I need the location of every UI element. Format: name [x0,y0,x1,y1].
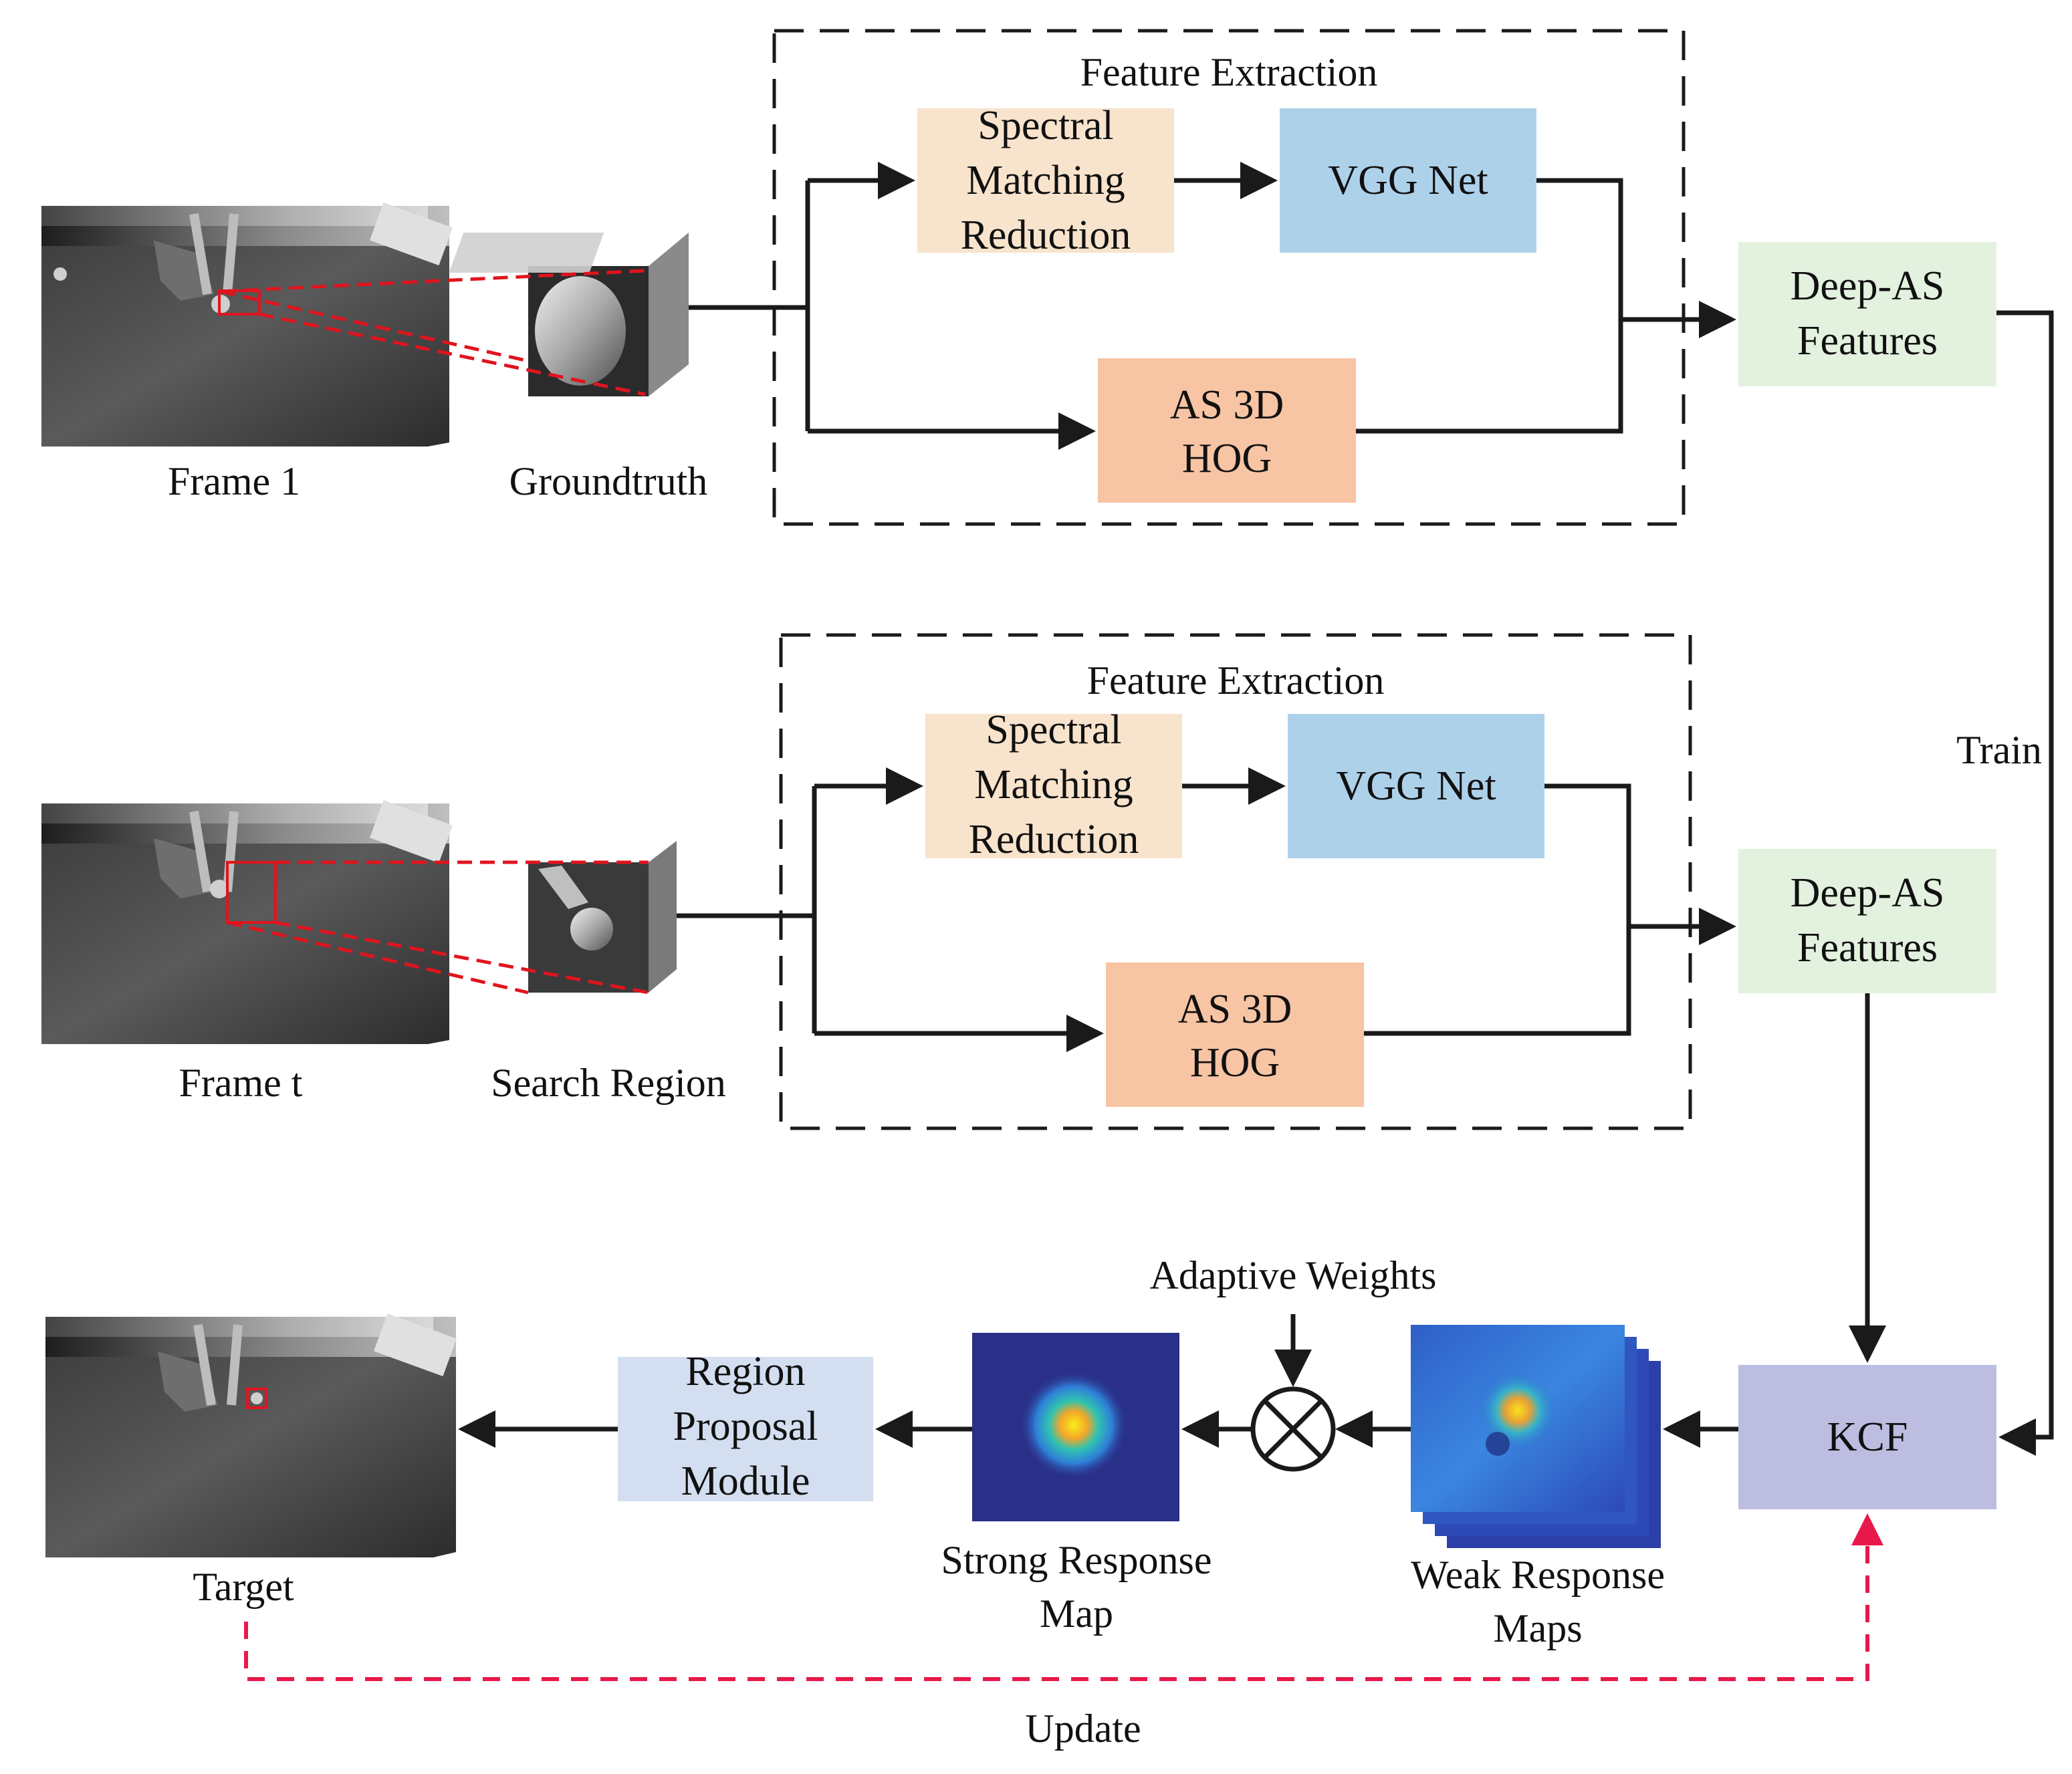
feature-extraction-group-top [772,29,1686,526]
deep-as-features-box-mid: Deep-AS Features [1738,849,1996,993]
svg-text:Proposal: Proposal [673,1404,818,1449]
svg-text:Spectral: Spectral [977,103,1113,148]
weak-response-maps [1411,1325,1661,1548]
svg-text:Matching: Matching [966,158,1125,203]
svg-text:AS 3D: AS 3D [1170,382,1284,428]
svg-text:Features: Features [1797,318,1938,364]
region-proposal-module-box: Region Proposal Module [618,1349,873,1504]
groundtruth-crop [449,233,689,396]
target-label: Target [193,1565,294,1609]
svg-text:Region: Region [685,1349,805,1394]
frame-t-label: Frame t [179,1061,303,1105]
svg-text:Features: Features [1797,925,1938,971]
svg-text:Matching: Matching [974,762,1133,807]
search-region-label: Search Region [491,1061,726,1105]
frame-1-label: Frame 1 [168,459,300,503]
spectral-matching-box-mid: Spectral Matching Reduction [925,707,1182,862]
svg-text:KCF: KCF [1827,1414,1908,1460]
search-region-crop [528,841,677,993]
update-label: Update [1025,1706,1141,1751]
svg-text:Module: Module [681,1459,810,1504]
svg-text:Reduction: Reduction [969,817,1139,862]
svg-text:AS 3D: AS 3D [1178,987,1292,1032]
vgg-net-box-mid: VGG Net [1288,714,1544,858]
top-row-connectors [689,162,1736,450]
circled-times-icon [1250,1386,1336,1472]
kcf-box: KCF [1738,1365,1996,1509]
weak-response-label-1: Weak Response [1411,1553,1665,1597]
feature-extraction-title-mid: Feature Extraction [1087,658,1385,703]
update-loop-arrow [244,1513,1883,1681]
as-3d-hog-box-top: AS 3D HOG [1098,358,1356,503]
feature-extraction-group-mid [779,633,1692,1130]
adaptive-weights-label: Adaptive Weights [1150,1253,1437,1297]
svg-text:HOG: HOG [1190,1040,1280,1086]
frame-1-image [41,202,453,447]
strong-response-label-1: Strong Response [941,1538,1212,1582]
train-label: Train [1956,728,2042,772]
train-connector [1996,310,2054,1456]
strong-response-label-2: Map [1040,1592,1113,1636]
deep-as-features-box-top: Deep-AS Features [1738,242,1996,386]
feature-extraction-title-top: Feature Extraction [1080,50,1378,94]
frame-t-image [41,799,453,1044]
svg-text:HOG: HOG [1182,436,1272,481]
svg-text:Deep-AS: Deep-AS [1791,263,1945,309]
svg-text:Reduction: Reduction [961,213,1131,258]
mid-row-connectors [677,767,1736,1052]
svg-text:Spectral: Spectral [986,707,1121,753]
target-image [45,1313,457,1557]
svg-text:Deep-AS: Deep-AS [1791,870,1945,916]
as-3d-hog-box-mid: AS 3D HOG [1106,963,1364,1107]
svg-text:VGG Net: VGG Net [1328,158,1488,203]
spectral-matching-box-top: Spectral Matching Reduction [917,103,1174,258]
weak-response-label-2: Maps [1493,1606,1582,1650]
svg-text:VGG Net: VGG Net [1336,763,1496,809]
groundtruth-label: Groundtruth [509,459,708,503]
strong-response-map [972,1333,1179,1521]
vgg-net-box-top: VGG Net [1280,108,1536,253]
